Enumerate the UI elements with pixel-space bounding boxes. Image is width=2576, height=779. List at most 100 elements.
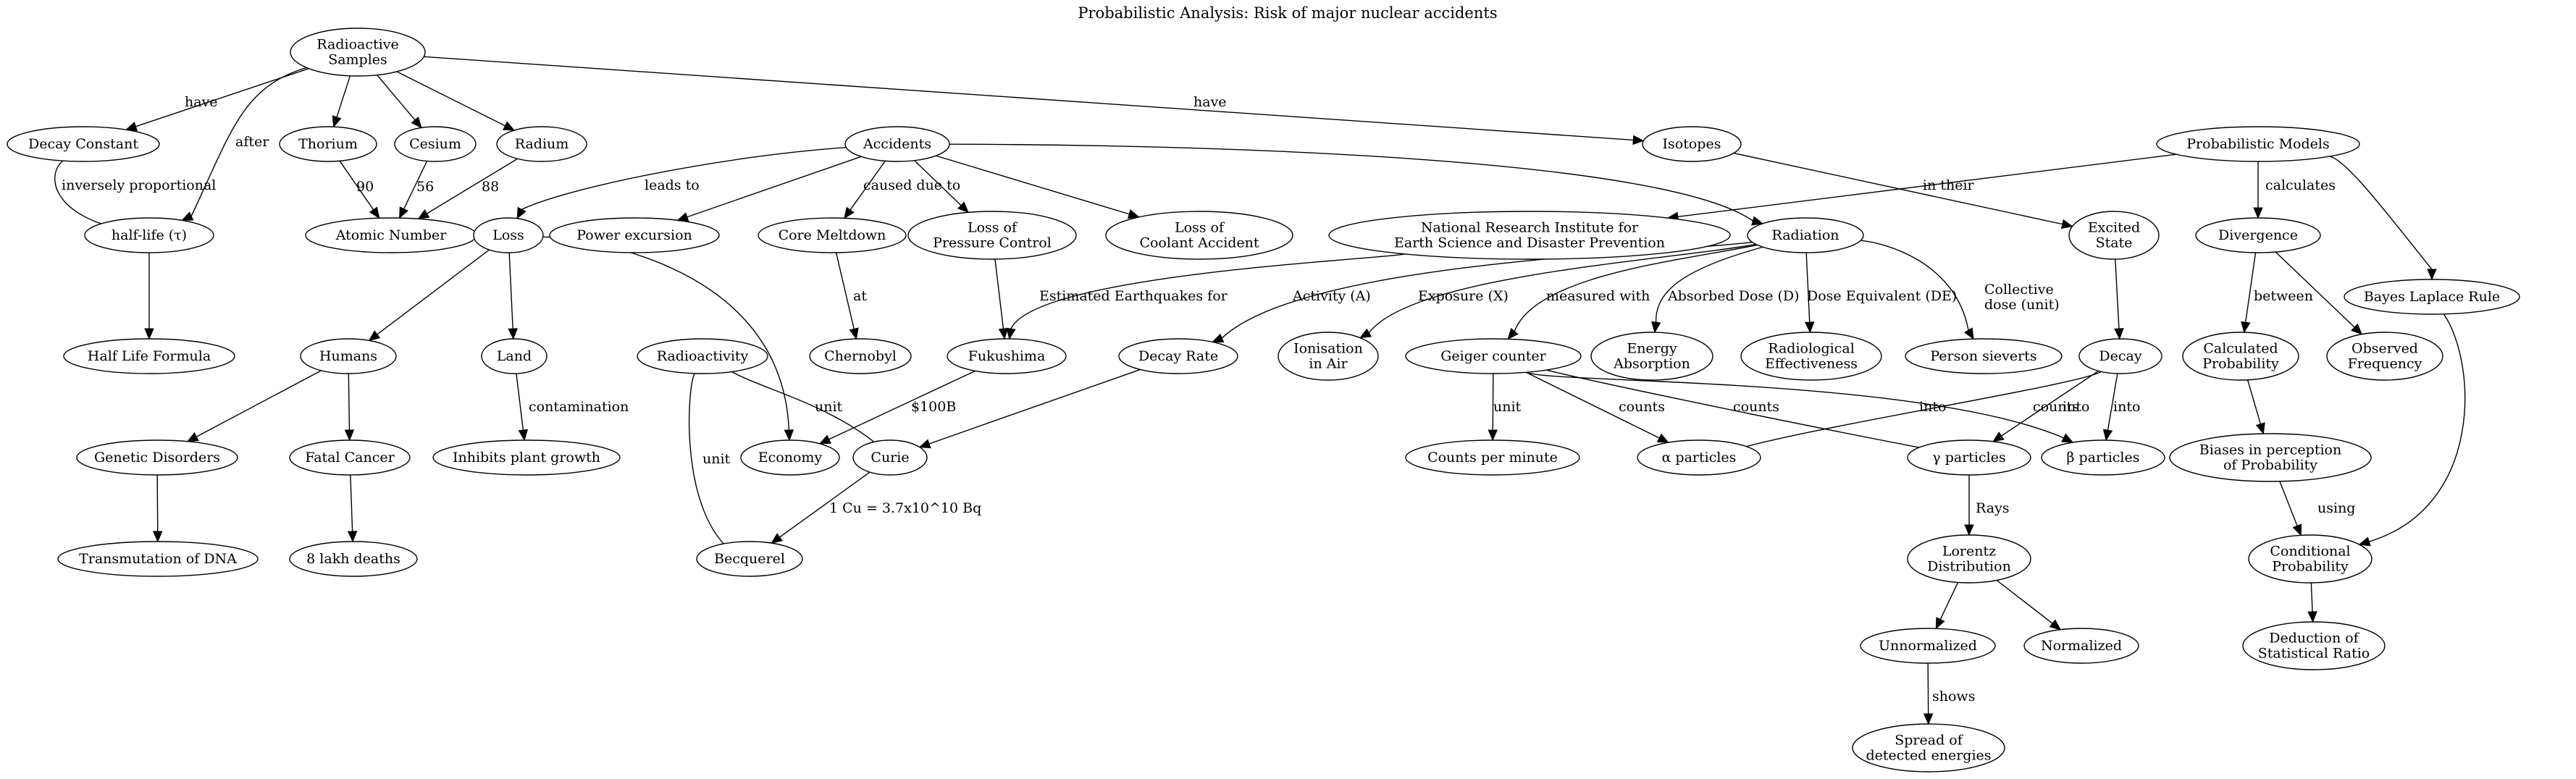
edge-line	[994, 258, 1004, 329]
node-label: Probabilistic Models	[2186, 136, 2329, 152]
arrow-head	[417, 209, 430, 219]
edge-label-rays: Rays	[1976, 500, 2010, 516]
edge-label-contamination: contamination	[529, 399, 629, 415]
edge-label-line: measured with	[1546, 288, 1650, 304]
node-probabilistic-models: Probabilistic Models	[2156, 126, 2360, 162]
node-label: Thorium	[298, 136, 358, 152]
edge-lorentz-to-normalized	[1996, 579, 2062, 631]
node-ellipse	[57, 541, 259, 577]
node-ellipse	[473, 217, 544, 253]
arrow-head	[1923, 713, 1934, 725]
arrow-head	[918, 439, 931, 449]
arrow-head	[1127, 209, 1140, 219]
edge-label-line: 1 Cu = 3.7x10^10 Bq	[829, 500, 981, 516]
node-label: Core Meltdown	[779, 227, 886, 243]
edge-line	[2107, 373, 2118, 431]
node-ellipse	[496, 126, 587, 162]
arrow-head	[2307, 611, 2317, 623]
arrow-head	[2358, 536, 2371, 547]
edge-label-into-b: into	[2113, 399, 2140, 415]
node-label: Divergence	[2218, 227, 2298, 243]
edge-radioactive-samples-to-half-life	[181, 67, 307, 221]
node-label: Inhibits plant growth	[453, 450, 600, 466]
node-becquerel: Becquerel	[696, 541, 803, 577]
edge-label-line: after	[235, 134, 269, 150]
node-ellipse	[844, 126, 950, 162]
edge-label-unit-curie: unit	[815, 399, 843, 415]
node-unnormalized: Unnormalized	[1860, 628, 1996, 664]
edge-label-line: Activity (A)	[1292, 288, 1371, 304]
edge-line	[54, 160, 110, 227]
node-label: Unnormalized	[1879, 638, 1977, 654]
arrow-head	[818, 434, 831, 445]
node-ellipse	[432, 439, 621, 476]
node-label-line: Effectiveness	[1765, 356, 1858, 372]
arrow-head	[1935, 617, 1945, 630]
node-ellipse	[2195, 217, 2321, 253]
node-label: half-life (τ)	[112, 227, 187, 243]
edge-label-line: Exposure (X)	[1418, 288, 1509, 304]
arrow-head	[1488, 429, 1498, 442]
node-label-line: Person sieverts	[1930, 348, 2036, 364]
edge-line	[2001, 370, 2099, 437]
node-chernobyl: Chernobyl	[809, 338, 912, 374]
edge-label-line: leads to	[645, 177, 700, 193]
edge-label-n88: 88	[482, 179, 499, 195]
node-ellipse	[2041, 439, 2165, 476]
node-accidents: Accidents	[844, 126, 950, 162]
arrow-head	[676, 212, 689, 222]
node-label: Humans	[319, 348, 377, 364]
edge-line	[350, 474, 353, 532]
node-label-line: Loss of	[968, 220, 1018, 236]
node-beta: β particles	[2041, 439, 2165, 476]
edge-label-line: between	[2254, 288, 2313, 304]
arrow-head	[181, 211, 194, 221]
edges-layer	[54, 56, 2466, 725]
arrow-head	[2427, 269, 2437, 281]
arrow-head	[2114, 328, 2124, 340]
node-ellipse	[1105, 211, 1293, 260]
node-core-meltdown: Core Meltdown	[758, 217, 907, 253]
edge-label-n90: 90	[356, 179, 374, 195]
node-label: Half Life Formula	[88, 348, 211, 364]
edge-line	[336, 75, 351, 118]
arrow-head	[518, 429, 529, 442]
edge-label-line: unit	[1493, 399, 1522, 415]
node-ellipse	[2242, 621, 2386, 670]
node-ellipse	[2344, 279, 2520, 315]
arrow-head	[508, 328, 518, 340]
node-label: Genetic Disorders	[94, 450, 220, 466]
edge-radiation-to-rbe	[1804, 252, 1815, 334]
node-decay-rate: Decay Rate	[1118, 338, 1238, 374]
node-ellipse	[279, 126, 377, 162]
node-label-line: Absorption	[1613, 356, 1690, 372]
edge-thorium-to-atomic-number	[339, 160, 380, 219]
edge-line	[2310, 582, 2313, 612]
node-ellipse	[809, 338, 912, 374]
edge-line	[508, 252, 513, 329]
node-label-line: Fukushima	[968, 348, 1046, 364]
edge-label-into-a: into	[1919, 399, 1946, 415]
node-label: Counts per minute	[1427, 450, 1558, 466]
node-label-line: Spread of	[1895, 733, 1963, 749]
node-label: Fatal Cancer	[305, 450, 395, 466]
node-label: Curie	[870, 450, 909, 466]
node-label-line: State	[2096, 235, 2133, 251]
node-curie: Curie	[852, 439, 928, 476]
edge-line	[348, 373, 351, 431]
edge-line	[1526, 371, 2064, 439]
edge-line	[1860, 240, 1969, 331]
edge-accidents-to-power-excursion	[676, 156, 862, 222]
edge-radioactive-samples-to-cesium	[377, 75, 422, 129]
node-ellipse	[300, 338, 397, 374]
node-decay: Decay	[2078, 338, 2162, 374]
edge-radiation-to-geiger	[1507, 244, 1758, 340]
node-ellipse	[2156, 126, 2360, 162]
arrow-head	[125, 122, 138, 131]
arrow-head	[2255, 422, 2265, 435]
node-label-line: Energy	[1627, 341, 1677, 357]
